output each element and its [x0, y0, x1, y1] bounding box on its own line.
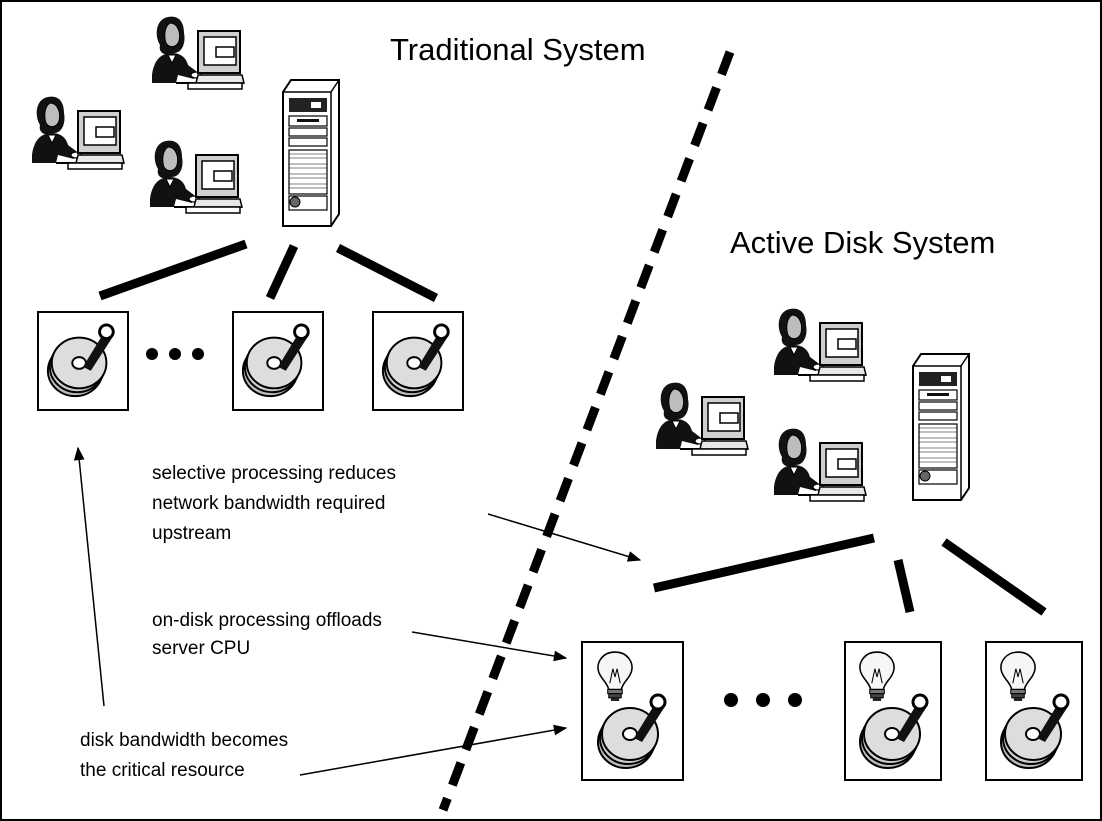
user-at-workstation-icon: [772, 307, 868, 383]
annotation-selective-processing: selective processing reduces network ban…: [152, 463, 396, 544]
annotation-line: on-disk processing offloads: [152, 610, 382, 631]
annotation-disk-bandwidth: disk bandwidth becomes the critical reso…: [80, 730, 288, 781]
ellipsis-dots: [146, 348, 204, 360]
annotation-line: the critical resource: [80, 760, 245, 781]
active-disk: [985, 641, 1083, 781]
ellipsis-dots: [724, 693, 802, 707]
server-tower-icon: [911, 352, 971, 502]
arrow: [299, 724, 568, 776]
network-link: [335, 243, 439, 303]
traditional-system-title: Traditional System: [390, 32, 646, 67]
traditional-users: [30, 15, 246, 215]
traditional-disk: [37, 311, 129, 411]
network-link: [98, 239, 248, 301]
network-link: [893, 558, 915, 614]
arrow: [73, 446, 105, 707]
arrow: [487, 513, 642, 562]
network-link: [941, 538, 1047, 616]
active-disk: [581, 641, 684, 781]
system-divider-line: [438, 50, 735, 812]
annotation-line: selective processing reduces: [152, 463, 396, 484]
traditional-disk: [232, 311, 324, 411]
active-users: [654, 307, 868, 503]
annotation-on-disk-processing: on-disk processing offloads server CPU: [152, 610, 382, 659]
user-at-workstation-icon: [30, 95, 126, 171]
network-link: [653, 533, 875, 593]
annotation-line: network bandwidth required: [152, 493, 385, 514]
annotation-line: server CPU: [152, 638, 250, 659]
user-at-workstation-icon: [150, 15, 246, 91]
traditional-disk: [372, 311, 464, 411]
arrow: [411, 631, 568, 662]
network-link: [265, 244, 299, 300]
annotation-line: upstream: [152, 523, 231, 544]
user-at-workstation-icon: [148, 139, 244, 215]
annotation-line: disk bandwidth becomes: [80, 730, 288, 751]
active-disk-system-title: Active Disk System: [730, 225, 995, 260]
server-tower-icon: [281, 78, 341, 228]
user-at-workstation-icon: [772, 427, 868, 503]
user-at-workstation-icon: [654, 381, 750, 457]
active-disk: [844, 641, 942, 781]
